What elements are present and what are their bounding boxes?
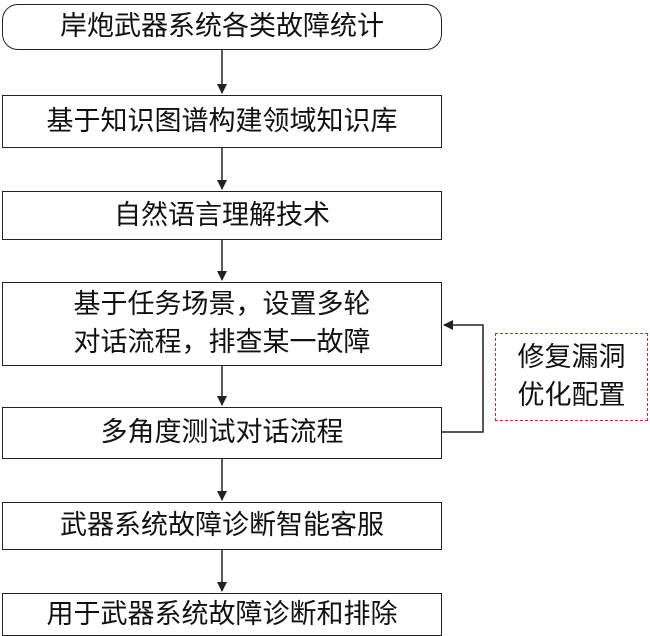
flow-step-label: 自然语言理解技术 <box>114 199 330 231</box>
flow-step-fault-statistics: 岸炮武器系统各类故障统计 <box>2 4 442 50</box>
flow-step-label: 用于武器系统故障诊断和排除 <box>46 598 398 630</box>
flow-step-label: 基于知识图谱构建领域知识库 <box>46 105 398 137</box>
feedback-note-line2: 优化配置 <box>517 380 626 411</box>
flow-step-label: 岸炮武器系统各类故障统计 <box>60 11 384 42</box>
flow-step-dialogue-testing: 多角度测试对话流程 <box>2 407 442 459</box>
flow-step-label: 武器系统故障诊断智能客服 <box>60 510 384 541</box>
flow-step-knowledge-base: 基于知识图谱构建领域知识库 <box>2 95 442 148</box>
flow-step-smart-customer-service: 武器系统故障诊断智能客服 <box>2 502 442 550</box>
feedback-note-fix-optimize: 修复漏洞 优化配置 <box>495 333 648 421</box>
flow-step-fault-diagnosis-use: 用于武器系统故障诊断和排除 <box>2 593 442 636</box>
flow-step-nlu: 自然语言理解技术 <box>2 191 442 240</box>
feedback-note-line1: 修复漏洞 <box>517 342 626 373</box>
feedback-loop-arrow <box>441 320 484 433</box>
flow-step-label: 多角度测试对话流程 <box>100 417 344 448</box>
flow-step-label-line2: 对话流程，排查某一故障 <box>73 327 371 358</box>
flow-step-label-line1: 基于任务场景，设置多轮 <box>73 289 371 320</box>
flow-step-dialogue-design: 基于任务场景，设置多轮 对话流程，排查某一故障 <box>2 282 442 366</box>
